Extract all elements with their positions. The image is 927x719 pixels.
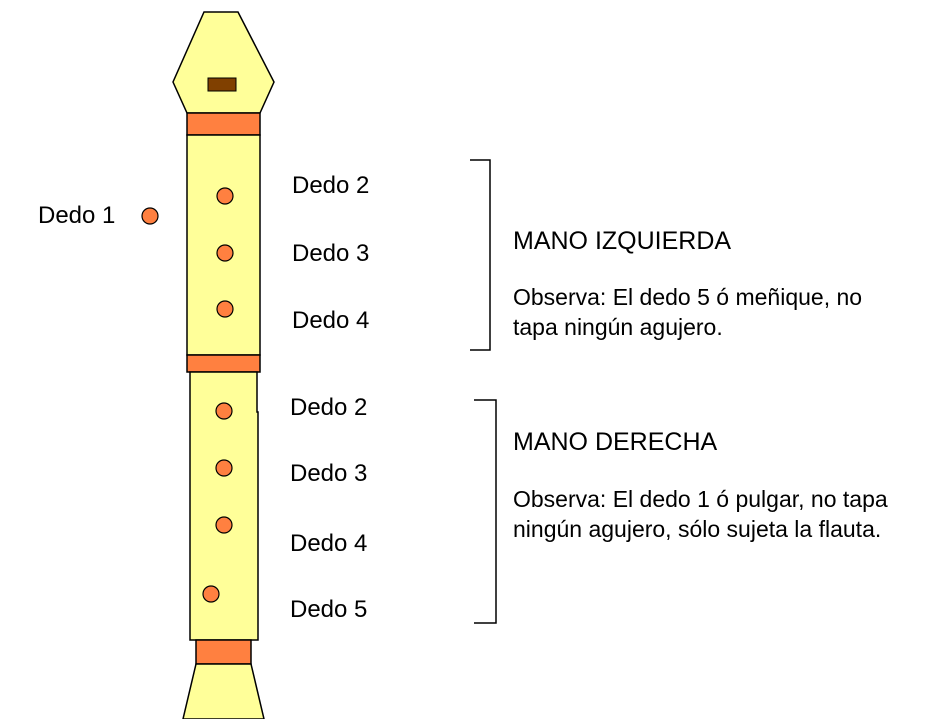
hole-right-5	[202, 585, 220, 603]
recorder-head	[172, 11, 275, 114]
right-hand-note: Observa: El dedo 1 ó pulgar, no tapa nin…	[513, 486, 888, 542]
hole-right-2	[215, 402, 233, 420]
left-hand-bracket	[470, 159, 491, 351]
right-hand-bracket	[474, 399, 497, 624]
thumb-hole	[141, 207, 159, 225]
finger-label-left-2: Dedo 2	[292, 172, 370, 199]
joint-band-top	[186, 112, 261, 136]
windway-window	[207, 77, 237, 92]
right-hand-title: MANO DERECHA	[513, 428, 718, 456]
finger-label-thumb: Dedo 1	[38, 202, 116, 229]
finger-label-left-4: Dedo 4	[292, 307, 370, 334]
left-hand-title: MANO IZQUIERDA	[513, 227, 732, 255]
finger-label-right-4: Dedo 4	[290, 530, 368, 557]
hole-right-4	[215, 516, 233, 534]
finger-label-right-3: Dedo 3	[290, 460, 368, 487]
lower-body	[189, 371, 259, 641]
hole-right-3	[215, 459, 233, 477]
joint-band-middle	[186, 354, 261, 373]
hole-left-2	[216, 187, 234, 205]
left-hand-note: Observa: El dedo 5 ó meñique, no tapa ni…	[513, 284, 863, 340]
hole-left-4	[216, 300, 234, 318]
recorder-foot	[182, 663, 265, 719]
finger-label-left-3: Dedo 3	[292, 240, 370, 267]
finger-label-right-5: Dedo 5	[290, 596, 368, 623]
finger-label-right-2: Dedo 2	[290, 394, 368, 421]
hole-left-3	[216, 244, 234, 262]
joint-band-bottom	[195, 639, 252, 665]
